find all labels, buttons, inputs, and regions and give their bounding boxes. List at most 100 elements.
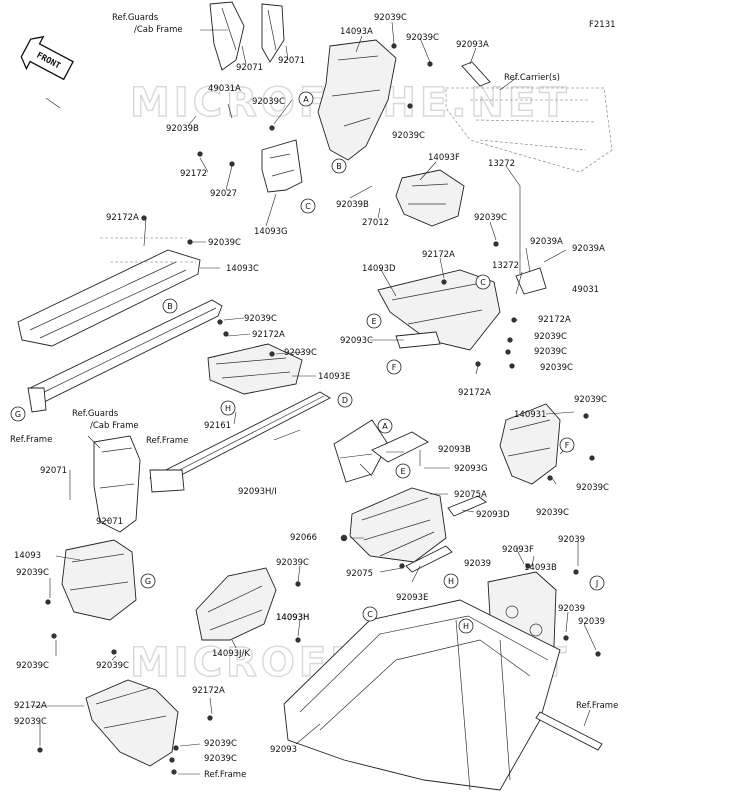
part-label: Ref.Frame <box>204 770 246 780</box>
part-label: 14093G <box>254 227 288 237</box>
leader-lines <box>30 21 597 775</box>
part-label: 92093G <box>454 464 488 474</box>
callout-marker: B <box>331 158 347 174</box>
ref-label: Ref.Frame <box>146 436 188 446</box>
callout-marker: E <box>366 313 382 329</box>
diagram-code: F2131 <box>589 20 616 30</box>
part-label: 92071 <box>96 517 123 527</box>
callout-marker: G <box>140 573 156 589</box>
part-label: 92172A <box>14 701 47 711</box>
guard-14093h <box>195 567 277 641</box>
front-arrow-icon: FRONT <box>20 35 74 81</box>
part-label: 92172A <box>422 250 455 260</box>
part-label: 49031 <box>572 285 599 295</box>
guard-14093a <box>317 39 397 161</box>
part-label: 92039C <box>14 717 47 727</box>
part-label: 14093E <box>318 372 350 382</box>
part-label: 14093B <box>524 563 557 573</box>
part-label: 92039C <box>534 347 567 357</box>
svg-text:C: C <box>367 610 373 619</box>
part-label: 92075A <box>454 490 487 500</box>
part-label: 92071 <box>236 63 263 73</box>
ref-label: /Cab Frame <box>134 25 183 35</box>
part-label: 92039 <box>464 559 491 569</box>
bracket-49031 <box>515 267 547 295</box>
svg-text:H: H <box>448 577 454 586</box>
part-label: 92172 <box>180 169 207 179</box>
part-label: 92093H/I <box>238 487 277 497</box>
guard-cab-frame-part-top <box>209 1 285 71</box>
part-label: 92039C <box>96 661 129 671</box>
part-label: 92039B <box>166 124 199 134</box>
part-label: 92039C <box>276 558 309 568</box>
cover-14093f <box>395 169 465 227</box>
part-label: 92039C <box>284 348 317 358</box>
carrier-ref <box>445 61 613 173</box>
ref-label: Ref.Guards <box>112 13 159 23</box>
part-label: 92039C <box>576 483 609 493</box>
part-label: 92027 <box>210 189 237 199</box>
part-label: 92039C <box>16 661 49 671</box>
center-assembly <box>333 419 487 573</box>
part-label: 92066 <box>290 533 317 543</box>
part-label: 92172A <box>106 213 139 223</box>
part-label: 92071 <box>278 56 305 66</box>
part-label: 92172A <box>252 330 285 340</box>
part-label: 14093J/K <box>212 649 250 659</box>
svg-text:F: F <box>392 363 397 372</box>
part-label: 14093A <box>340 27 373 37</box>
part-label: 92039C <box>536 508 569 518</box>
callout-marker: A <box>377 418 393 434</box>
svg-text:A: A <box>303 95 309 104</box>
callout-marker: E <box>395 463 411 479</box>
callout-marker: H <box>220 400 236 416</box>
svg-text:G: G <box>145 577 151 586</box>
ref-label: 92093 <box>270 745 297 755</box>
part-label: 14093 <box>14 551 41 561</box>
panel-14093c <box>17 237 201 347</box>
guard-14093b <box>85 679 179 767</box>
part-label: 27012 <box>362 218 389 228</box>
part-label: 92039C <box>204 739 237 749</box>
svg-text:E: E <box>400 467 405 476</box>
part-label: 49031A <box>208 84 241 94</box>
callout-marker: B <box>162 298 178 314</box>
part-label: 92039C <box>406 33 439 43</box>
callout-marker: A <box>298 91 314 107</box>
part-labels: Ref.Guards /Cab Frame 92071 92071 14093A… <box>10 13 618 780</box>
crossbar-d <box>149 391 331 493</box>
flap-14093 <box>61 539 137 621</box>
callout-markers: A B C B C D E F G H A E F G H J C H <box>10 91 605 634</box>
part-label: 92039 <box>558 535 585 545</box>
callout-marker: C <box>475 274 491 290</box>
main-frame <box>283 599 603 791</box>
part-label: 92071 <box>40 466 67 476</box>
part-label: 14093F <box>428 153 460 163</box>
part-label: 92039A <box>530 237 563 247</box>
bracket-14093e <box>207 343 303 395</box>
svg-text:F: F <box>565 441 570 450</box>
part-label: 92039C <box>574 395 607 405</box>
part-label: 92172A <box>458 388 491 398</box>
part-label: 14093D <box>362 264 396 274</box>
part-label: 92075 <box>346 569 373 579</box>
part-label: 92039C <box>252 97 285 107</box>
part-label: 92161 <box>204 421 231 431</box>
svg-text:J: J <box>595 579 598 588</box>
part-label: 14093H <box>276 613 309 623</box>
part-label: 14093H <box>276 613 309 623</box>
part-label: 92093D <box>476 510 510 520</box>
svg-text:D: D <box>342 396 348 405</box>
callout-marker: C <box>362 606 378 622</box>
part-label: 92039C <box>208 238 241 248</box>
part-label: 92039C <box>244 314 277 324</box>
part-label: 92039A <box>572 244 605 254</box>
part-label: 14093C <box>226 264 259 274</box>
part-label: 92039C <box>204 754 237 764</box>
svg-text:B: B <box>336 162 342 171</box>
part-label: 92039C <box>16 568 49 578</box>
bracket-14093g <box>261 139 303 193</box>
part-label: 13272 <box>492 261 519 271</box>
callout-marker: G <box>10 406 26 422</box>
